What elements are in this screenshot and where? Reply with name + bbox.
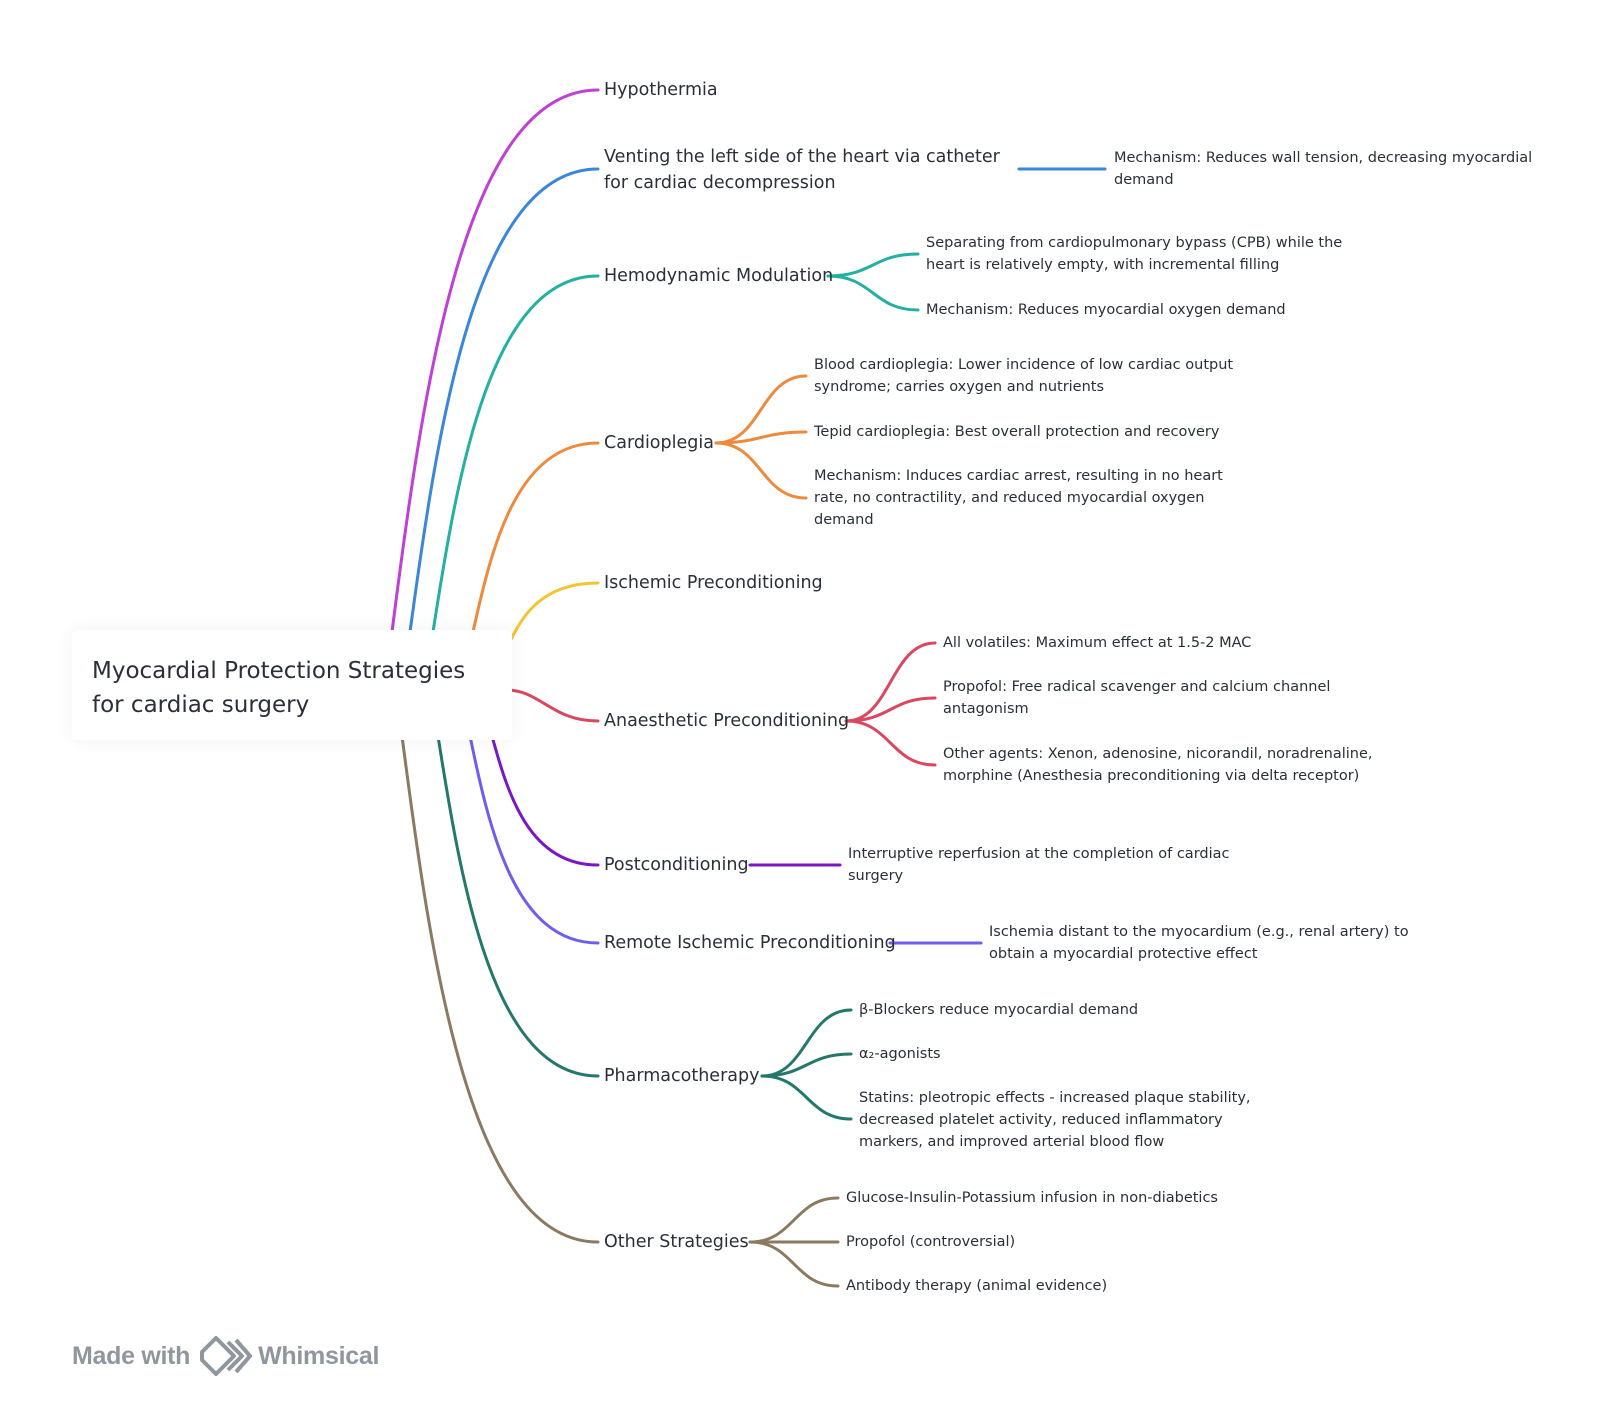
whimsical-logo-icon <box>200 1336 253 1376</box>
connector-postconditioning <box>490 734 600 867</box>
leaf-propofol-scavenger[interactable]: Propofol: Free radical scavenger and cal… <box>943 679 1331 717</box>
connector-hemodynamic-leaf-1 <box>826 274 920 312</box>
leaf-hemodynamic-separating[interactable]: Separating from cardiopulmonary bypass (… <box>926 235 1343 273</box>
connector-other <box>400 734 600 1244</box>
connector-cardioplegia <box>471 441 600 634</box>
connector-cardioplegia-leaf-1 <box>714 430 808 445</box>
leaf-interruptive-reperfusion[interactable]: Interruptive reperfusion at the completi… <box>848 846 1230 884</box>
connector-ischemic <box>504 581 600 652</box>
topic-remote-ischemic-preconditioning[interactable]: Remote Ischemic Preconditioning <box>604 933 896 953</box>
connector-pharmacotherapy-leaf-1 <box>760 1052 853 1078</box>
topic-cardioplegia[interactable]: Cardioplegia <box>604 433 714 453</box>
leaf-alpha2-agonists[interactable]: α₂-agonists <box>859 1046 941 1062</box>
made-with-whimsical-badge[interactable]: Made with Whimsical <box>72 1336 379 1376</box>
connector-hypothermia <box>390 88 600 634</box>
connector-remote <box>468 734 600 945</box>
topic-hemodynamic-modulation[interactable]: Hemodynamic Modulation <box>604 266 834 286</box>
connector-other-leaf-2 <box>748 1240 840 1288</box>
leaf-tepid-cardioplegia[interactable]: Tepid cardioplegia: Best overall protect… <box>814 424 1220 440</box>
leaf-venting-mechanism[interactable]: Mechanism: Reduces wall tension, decreas… <box>1114 150 1533 188</box>
connector-pharmacotherapy-leaf-2 <box>760 1074 853 1121</box>
connector-other-leaf-0 <box>748 1196 840 1244</box>
connector-anaesthetic <box>504 688 600 723</box>
connector-anaesthetic-leaf-2 <box>844 719 937 767</box>
root-label: Myocardial Protection Strategies for car… <box>92 658 466 718</box>
connector-hemodynamic-leaf-0 <box>826 252 920 278</box>
leaf-cardioplegia-mechanism[interactable]: Mechanism: Induces cardiac arrest, resul… <box>814 468 1223 528</box>
made-with-text: Made with <box>72 1341 191 1370</box>
leaf-blood-cardioplegia[interactable]: Blood cardioplegia: Lower incidence of l… <box>814 357 1234 395</box>
connector-anaesthetic-leaf-1 <box>844 696 937 723</box>
topic-hypothermia[interactable]: Hypothermia <box>604 80 718 100</box>
connector-venting <box>408 167 600 634</box>
leaf-all-volatiles[interactable]: All volatiles: Maximum effect at 1.5-2 M… <box>943 635 1252 651</box>
topic-venting[interactable]: Venting the left side of the heart via c… <box>604 147 1000 193</box>
leaf-other-agents[interactable]: Other agents: Xenon, adenosine, nicorand… <box>943 746 1373 784</box>
leaf-glucose-insulin-potassium[interactable]: Glucose-Insulin-Potassium infusion in no… <box>846 1190 1218 1206</box>
root-node[interactable]: Myocardial Protection Strategies for car… <box>72 630 512 740</box>
connector-cardioplegia-leaf-0 <box>714 374 808 445</box>
connector-hemodynamic <box>431 274 600 634</box>
connector-pharmacotherapy <box>436 734 600 1078</box>
leaf-beta-blockers[interactable]: β-Blockers reduce myocardial demand <box>859 1002 1139 1018</box>
leaf-statins[interactable]: Statins: pleotropic effects - increased … <box>859 1090 1251 1150</box>
connector-anaesthetic-leaf-0 <box>844 641 937 723</box>
topic-ischemic-preconditioning[interactable]: Ischemic Preconditioning <box>604 573 823 593</box>
leaf-hemodynamic-mechanism[interactable]: Mechanism: Reduces myocardial oxygen dem… <box>926 302 1286 318</box>
connector-cardioplegia-leaf-2 <box>714 441 808 500</box>
leaf-ischemia-distant[interactable]: Ischemia distant to the myocardium (e.g.… <box>989 924 1409 962</box>
leaf-antibody-therapy[interactable]: Antibody therapy (animal evidence) <box>846 1278 1108 1294</box>
whimsical-brand-text: Whimsical <box>258 1341 380 1370</box>
topic-other-strategies[interactable]: Other Strategies <box>604 1232 749 1252</box>
topic-pharmacotherapy[interactable]: Pharmacotherapy <box>604 1066 760 1086</box>
topic-postconditioning[interactable]: Postconditioning <box>604 855 749 875</box>
topic-anaesthetic-preconditioning[interactable]: Anaesthetic Preconditioning <box>604 711 850 731</box>
leaf-propofol-controversial[interactable]: Propofol (controversial) <box>846 1234 1016 1250</box>
connector-pharmacotherapy-leaf-0 <box>760 1008 853 1078</box>
